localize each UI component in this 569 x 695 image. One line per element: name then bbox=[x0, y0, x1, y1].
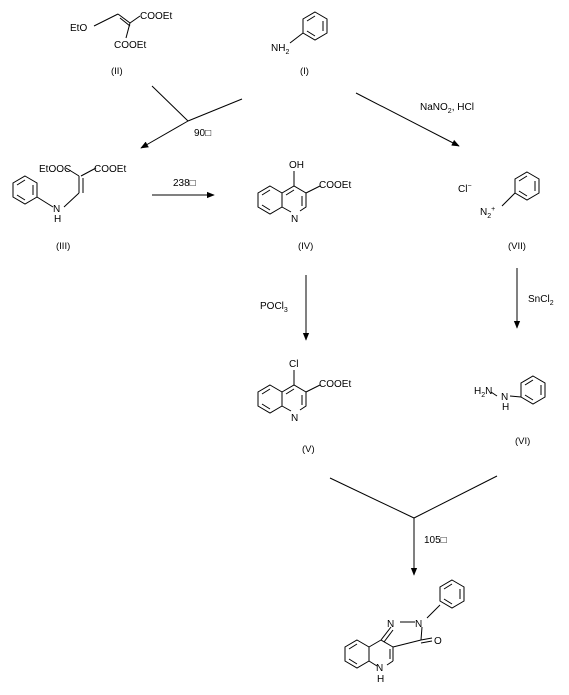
ring-nitrogen-label: N bbox=[291, 214, 298, 225]
condition-step2: 238□ bbox=[173, 178, 196, 189]
ring-nitrogen-label: N bbox=[291, 413, 298, 424]
amine-label: NH2 bbox=[271, 43, 289, 56]
ethoxy-label: EtO bbox=[70, 23, 87, 34]
ester-label-2: COOEt bbox=[114, 40, 146, 51]
pyrazole-n1-label: N bbox=[387, 619, 394, 630]
arrow-step1: 90□ bbox=[140, 85, 243, 149]
chloro-label: Cl bbox=[289, 359, 298, 370]
carbonyl-o-label: O bbox=[434, 636, 442, 647]
compound-i-id: (I) bbox=[300, 66, 309, 77]
hydrazine-nh2-label: H2N bbox=[474, 386, 492, 399]
compound-vii-structure: Cl− N2+ (VII) bbox=[458, 171, 540, 252]
cooet-label: COOEt bbox=[94, 164, 126, 175]
ester-label: COOEt bbox=[319, 180, 351, 191]
compound-iv-structure: OH COOEt N (IV) bbox=[257, 160, 351, 252]
ester-label-1: COOEt bbox=[140, 11, 172, 22]
hydroxy-label: OH bbox=[289, 160, 304, 171]
compound-iv-id: (IV) bbox=[298, 241, 313, 252]
ester-label: COOEt bbox=[319, 379, 351, 390]
compound-iii-id: (III) bbox=[56, 241, 70, 252]
compound-vi-structure: H2N N H (VI) bbox=[474, 375, 546, 447]
quinoline-h-label: H bbox=[377, 674, 384, 685]
condition-step5: SnCl2 bbox=[528, 294, 554, 307]
compound-v-structure: Cl COOEt N (V) bbox=[257, 359, 351, 455]
compound-iii-structure: EtOOC COOEt N H (III) bbox=[12, 164, 126, 252]
arrow-step6: 105□ bbox=[329, 475, 498, 576]
condition-step4: POCl3 bbox=[260, 301, 288, 314]
chloride-label: Cl− bbox=[458, 183, 472, 195]
compound-ii-structure: EtO COOEt COOEt (II) bbox=[70, 11, 172, 77]
pyrazole-n2-label: N bbox=[415, 619, 422, 630]
arrow-step2: 238□ bbox=[152, 178, 215, 199]
nh-label: N bbox=[53, 204, 60, 215]
etooc-label: EtOOC bbox=[39, 164, 71, 175]
compound-v-id: (V) bbox=[302, 444, 315, 455]
condition-step6: 105□ bbox=[424, 535, 447, 546]
hydrazine-nh-label: N bbox=[501, 392, 508, 403]
product-structure: N N O N H bbox=[344, 579, 465, 685]
diazonium-label: N2+ bbox=[480, 206, 495, 220]
compound-vii-id: (VII) bbox=[508, 241, 526, 252]
compound-ii-id: (II) bbox=[111, 66, 123, 77]
condition-step1: 90□ bbox=[194, 128, 211, 139]
nh-h-label: H bbox=[54, 214, 61, 225]
arrow-step4: POCl3 bbox=[260, 275, 310, 341]
condition-step3: NaNO2, HCl bbox=[420, 102, 474, 115]
arrow-step3: NaNO2, HCl bbox=[355, 92, 474, 147]
hydrazine-h-label: H bbox=[502, 402, 509, 413]
compound-i-structure: NH2 (I) bbox=[271, 11, 328, 77]
compound-vi-id: (VI) bbox=[515, 436, 530, 447]
arrow-step5: SnCl2 bbox=[513, 268, 554, 329]
quinoline-nh-label: N bbox=[376, 663, 383, 674]
